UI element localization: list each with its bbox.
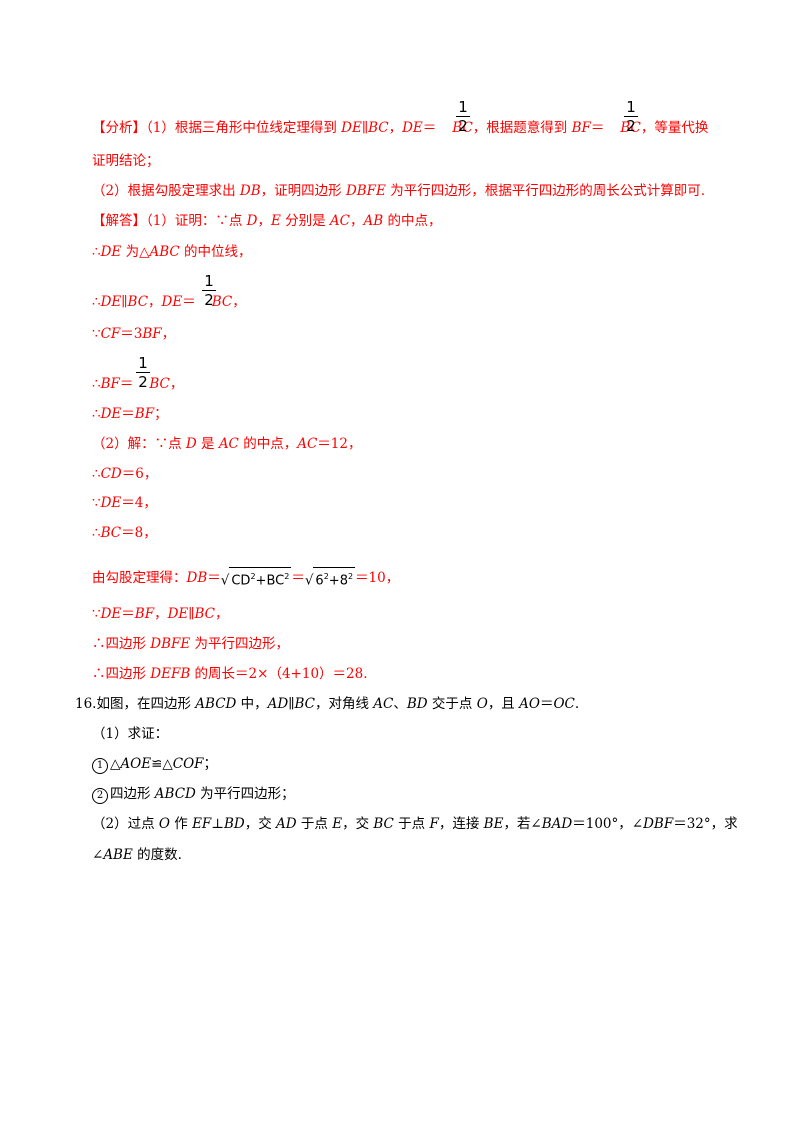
solution-line-13: ∴四边形 DBFE 为平行四边形， — [92, 636, 290, 652]
solution-line-3: ∴DE∥BC，DE＝BC， — [92, 294, 246, 310]
solution-line-7: （2）解：∵点 D 是 AC 的中点，AC＝12， — [92, 436, 362, 452]
circled-number-2: 2 — [92, 788, 108, 804]
analysis-tag: 【分析】 — [92, 120, 146, 136]
solution-line-6: ∴DE＝BF； — [92, 406, 168, 422]
sqrt-expression-2: √62+82 — [305, 567, 356, 590]
circled-number-1: 1 — [92, 758, 108, 774]
solution-line-11: 由勾股定理得：DB＝√CD2+BC2＝√62+82＝10， — [92, 567, 399, 590]
analysis-line-1: 【分析】（1）根据三角形中位线定理得到 DE∥BC，DE＝BC，根据题意得到 B… — [92, 120, 709, 136]
solution-line-10: ∴BC＝8， — [92, 525, 157, 541]
solution-line-1: 【解答】（1）证明：∵点 D，E 分别是 AC，AB 的中点， — [92, 213, 442, 229]
solution-tag: 【解答】 — [92, 213, 146, 229]
solution-line-12: ∵DE＝BF，DE∥BC， — [92, 606, 229, 622]
solution-line-5: ∴BF＝BC， — [92, 376, 184, 392]
question-number: 16. — [75, 696, 97, 712]
question-16-part-2: （2）过点 O 作 EF⊥BD，交 AD 于点 E，交 BC 于点 F，连接 B… — [92, 816, 738, 832]
solution-line-2: ∴DE 为△ABC 的中位线， — [92, 244, 252, 260]
question-16-part-2-cont: ∠ABE 的度数. — [92, 847, 182, 863]
solution-line-4: ∵CF＝3BF， — [92, 326, 176, 342]
solution-line-14: ∴四边形 DEFB 的周长＝2×（4+10）＝28. — [92, 666, 368, 682]
question-16-item-1: 1△AOE≌△COF； — [92, 755, 217, 774]
analysis-line-3: （2）根据勾股定理求出 DB，证明四边形 DBFE 为平行四边形，根据平行四边形… — [92, 183, 705, 199]
question-16-stem: 16.如图，在四边形 ABCD 中，AD∥BC，对角线 AC、BD 交于点 O，… — [75, 696, 580, 712]
solution-line-9: ∵DE＝4， — [92, 495, 157, 511]
solution-line-8: ∴CD＝6， — [92, 466, 158, 482]
question-16-part-1: （1）求证： — [92, 726, 169, 742]
analysis-line-2: 证明结论； — [92, 153, 160, 169]
sqrt-expression-1: √CD2+BC2 — [221, 567, 292, 590]
